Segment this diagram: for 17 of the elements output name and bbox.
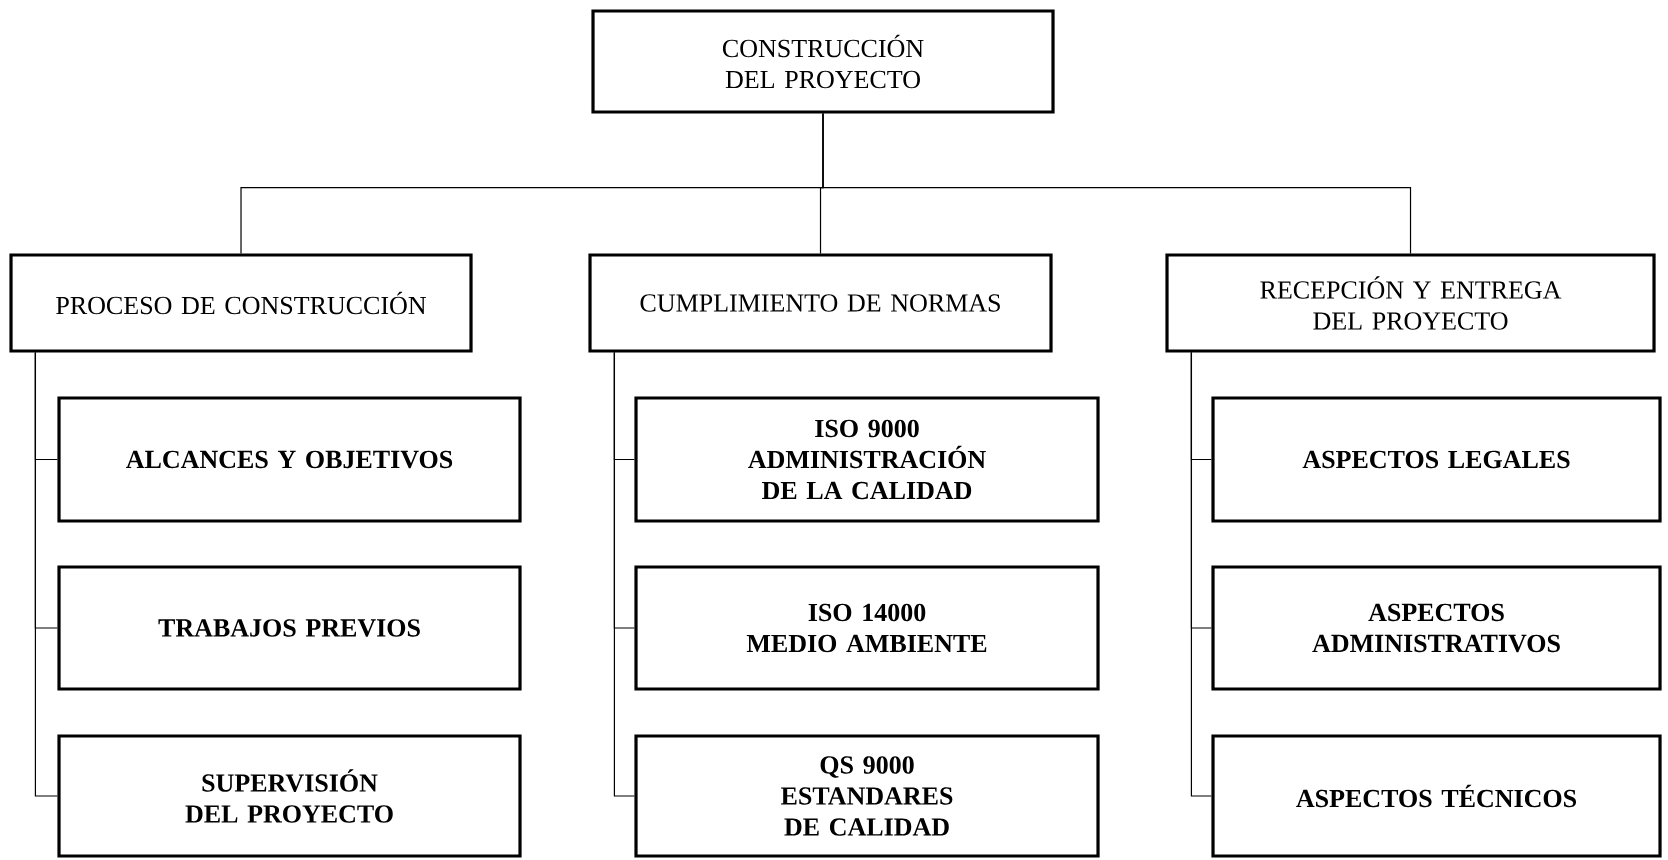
item-box: QS 9000 ESTANDARES DE CALIDAD: [634, 734, 1100, 858]
item-box: ASPECTOS LEGALES: [1211, 396, 1662, 523]
category-box: PROCESO DE CONSTRUCCIÓN: [9, 253, 473, 353]
item-box: ASPECTOS TÉCNICOS: [1211, 734, 1662, 858]
root-box: CONSTRUCCIÓN DEL PROYECTO: [591, 9, 1055, 114]
item-box: ALCANCES Y OBJETIVOS: [57, 396, 522, 523]
connector-line: [34, 352, 58, 797]
item-box: TRABAJOS PREVIOS: [57, 565, 522, 691]
connector-line: [613, 352, 635, 797]
connector-line: [822, 113, 1412, 254]
category-box: RECEPCIÓN Y ENTREGA DEL PROYECTO: [1165, 253, 1656, 353]
item-box: ISO 9000 ADMINISTRACIÓN DE LA CALIDAD: [634, 396, 1100, 523]
connector-line: [1190, 352, 1212, 797]
item-box: ASPECTOS ADMINISTRATIVOS: [1211, 565, 1662, 691]
item-box: SUPERVISIÓN DEL PROYECTO: [57, 734, 522, 858]
category-box: CUMPLIMIENTO DE NORMAS: [588, 253, 1053, 353]
item-box: ISO 14000 MEDIO AMBIENTE: [634, 565, 1100, 691]
